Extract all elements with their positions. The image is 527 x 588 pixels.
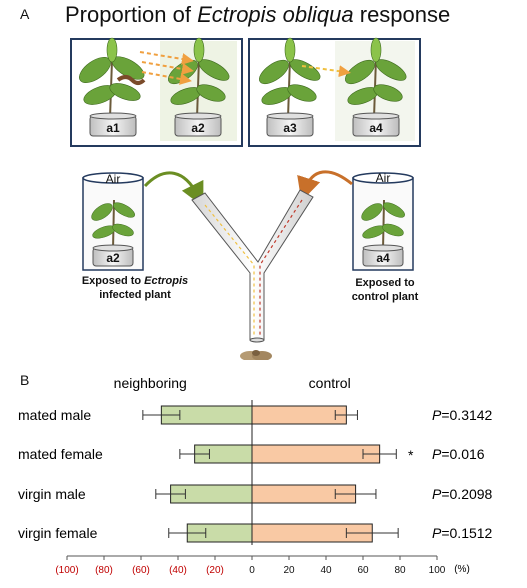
pot-a4 [352, 112, 400, 137]
right-note-line2: control plant [351, 291, 419, 303]
left-note-line1: Exposed to [81, 275, 145, 287]
pot-a2 [174, 112, 222, 137]
air-label-left: Air [105, 172, 121, 186]
title-prefix: Proportion of [65, 2, 198, 27]
category-label: mated female [18, 446, 103, 462]
airflow-arrow-right [297, 170, 353, 202]
volatile-arrow [141, 61, 194, 75]
pot-a1 [89, 112, 137, 137]
pot-label-a2: a2 [191, 121, 205, 135]
x-tick-label: (60) [132, 565, 150, 576]
volatile-arrow [139, 51, 194, 65]
title-suffix: response [353, 2, 451, 27]
jar-pot-label-left: a2 [106, 251, 120, 265]
volatile-arrow [141, 71, 192, 85]
bar-control [251, 405, 347, 425]
x-tick-label: (40) [169, 565, 187, 576]
airflow-arrow-left [143, 171, 204, 207]
category-label: mated male [18, 407, 91, 423]
group-label-neighboring: neighboring [114, 375, 187, 391]
p-value: P=0.2098 [432, 486, 493, 502]
moth-icon [240, 350, 272, 360]
response-bar-chart: neighboring control mated male P=0.3142 mate… [18, 375, 493, 576]
left-jar-caption: Exposed to Ectropis infected plant [60, 274, 210, 302]
plant-a1 [79, 37, 146, 119]
figure-title: Proportion of Ectropis obliqua response [65, 2, 450, 28]
category-label: virgin male [18, 486, 86, 502]
left-note-line2: infected plant [99, 289, 171, 301]
volatile-arrow [301, 65, 351, 78]
x-tick-label: 60 [357, 565, 369, 576]
plant-a4 [345, 37, 407, 119]
jar-pot-label-right: a4 [376, 251, 390, 265]
right-jar-caption: Exposed to control plant [320, 276, 450, 304]
pot-a3 [266, 112, 314, 137]
air-label-right: Air [375, 171, 391, 185]
x-tick-label: 20 [283, 565, 295, 576]
x-tick-label: 0 [249, 565, 255, 576]
y-tube [191, 189, 314, 343]
x-tick-label: (20) [206, 565, 224, 576]
p-value: P=0.3142 [432, 407, 493, 423]
panel-a-illustration [79, 37, 415, 360]
x-tick-label: 100 [429, 565, 446, 576]
panel-a-letter: A [20, 6, 30, 22]
pot-label-a3: a3 [283, 121, 297, 135]
x-tick-label: (100) [55, 565, 78, 576]
jar-left [82, 172, 144, 271]
plant-a2 [168, 37, 230, 119]
category-label: virgin female [18, 525, 98, 541]
x-tick-label: 40 [320, 565, 332, 576]
significance-mark: * [408, 447, 414, 463]
pot-label-a4: a4 [369, 121, 383, 135]
x-unit-label: (%) [454, 564, 470, 575]
p-value: P=0.016 [432, 446, 485, 462]
p-value: P=0.1512 [432, 525, 493, 541]
plant-a3 [259, 37, 321, 119]
left-note-species: Ectropis [144, 275, 189, 287]
right-note-line1: Exposed to [355, 277, 415, 289]
bar-control [251, 444, 381, 464]
panel-b-letter: B [20, 372, 30, 388]
group-label-control: control [309, 375, 351, 391]
jar-right [352, 172, 414, 271]
x-tick-label: 80 [394, 565, 406, 576]
x-tick-label: (80) [95, 565, 113, 576]
title-species: Ectropis obliqua [197, 2, 354, 27]
pot-label-a1: a1 [106, 121, 120, 135]
